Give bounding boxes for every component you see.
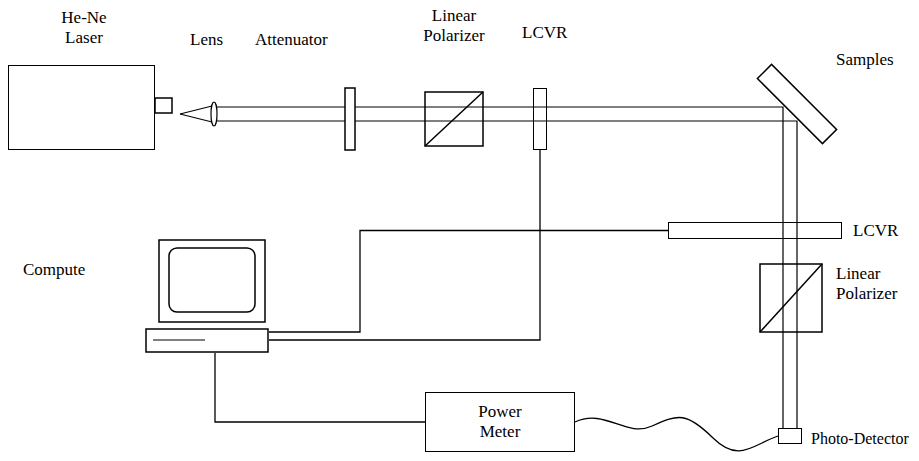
signal-wire (269, 231, 668, 333)
computer-symbol (145, 238, 269, 353)
lens-symbol (211, 102, 217, 126)
signal-wire (269, 150, 540, 340)
polarizer-cube (425, 92, 483, 146)
part-label: Samples (836, 50, 894, 70)
part-label: Attenuator (255, 30, 328, 50)
part-label: Linear Polarizer (836, 264, 916, 303)
component-label: Photo-Detector (811, 430, 909, 448)
power-meter-box: Power Meter (425, 392, 575, 452)
box-label: Power Meter (470, 402, 530, 441)
laser-beam (217, 107, 783, 428)
part-label: Lens (190, 30, 223, 50)
component-label: He-Ne Laser (49, 8, 119, 47)
lcvr-plate: LCVR (533, 88, 547, 150)
component-label: LCVR (522, 23, 567, 43)
component-label: Compute (23, 260, 85, 280)
polarizer-cube (760, 264, 822, 332)
part-label: Linear Polarizer (414, 6, 494, 45)
laser-beam (217, 121, 797, 428)
photo-detector: Photo-Detector (778, 428, 802, 444)
laser-box: He-Ne Laser (8, 65, 155, 150)
component-label: LCVR (853, 221, 898, 241)
laser-aperture (155, 98, 172, 113)
lcvr-plate: LCVR (668, 222, 842, 239)
signal-wire (215, 353, 425, 422)
attenuator-plate (345, 88, 355, 150)
signal-wire (575, 417, 778, 450)
sample-plate (757, 64, 836, 143)
computer: Compute (145, 238, 269, 353)
